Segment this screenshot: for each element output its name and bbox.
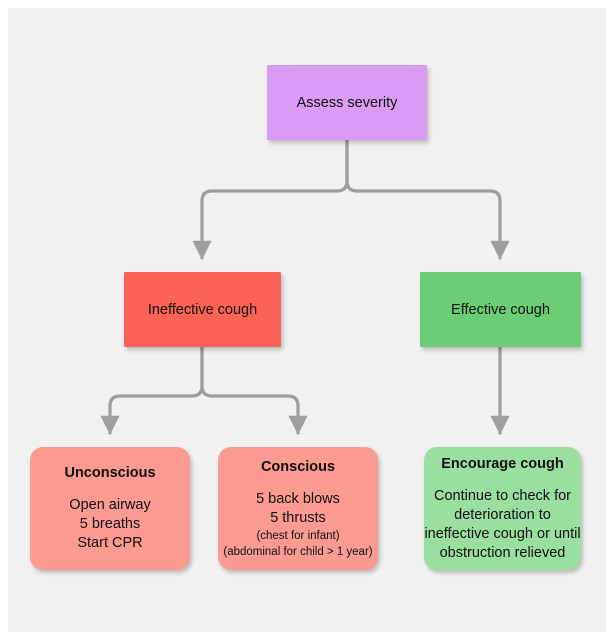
node-assess-severity[interactable]: Assess severity (267, 65, 427, 140)
node-effective-cough[interactable]: Effective cough (420, 272, 581, 347)
node-body-line: 5 thrusts (270, 509, 326, 526)
node-body-line: ineffective cough or until (424, 525, 581, 542)
node-encourage-cough[interactable]: Encourage cough Continue to check for det… (424, 447, 581, 570)
node-encourage-cough-title: Encourage cough (441, 455, 564, 472)
node-body-line: 5 back blows (256, 490, 340, 507)
node-body-line-small: (abdominal for child > 1 year) (223, 545, 373, 558)
node-body-line: Start CPR (77, 535, 143, 551)
node-effective-cough-label: Effective cough (451, 301, 550, 318)
node-unconscious-title: Unconscious (64, 465, 156, 481)
node-ineffective-cough[interactable]: Ineffective cough (124, 272, 281, 347)
node-encourage-cough-body: Continue to check for deterioration to ine… (424, 487, 580, 563)
node-body-line: 5 breaths (79, 516, 141, 532)
node-body-line: Continue to check for (433, 487, 571, 504)
node-body-line: obstruction relieved (439, 544, 566, 561)
node-body-line: Open airway (69, 497, 151, 513)
node-ineffective-cough-label: Ineffective cough (147, 301, 258, 318)
node-body-line: deterioration to (454, 506, 551, 523)
node-body-line-small: (chest for infant) (256, 529, 340, 542)
node-assess-severity-label: Assess severity (296, 94, 398, 111)
node-conscious-body: 5 back blows 5 thrusts (chest for infant) (… (223, 490, 372, 560)
node-conscious[interactable]: Conscious 5 back blows 5 thrusts (chest fo… (218, 447, 378, 570)
node-conscious-title: Conscious (260, 458, 336, 475)
